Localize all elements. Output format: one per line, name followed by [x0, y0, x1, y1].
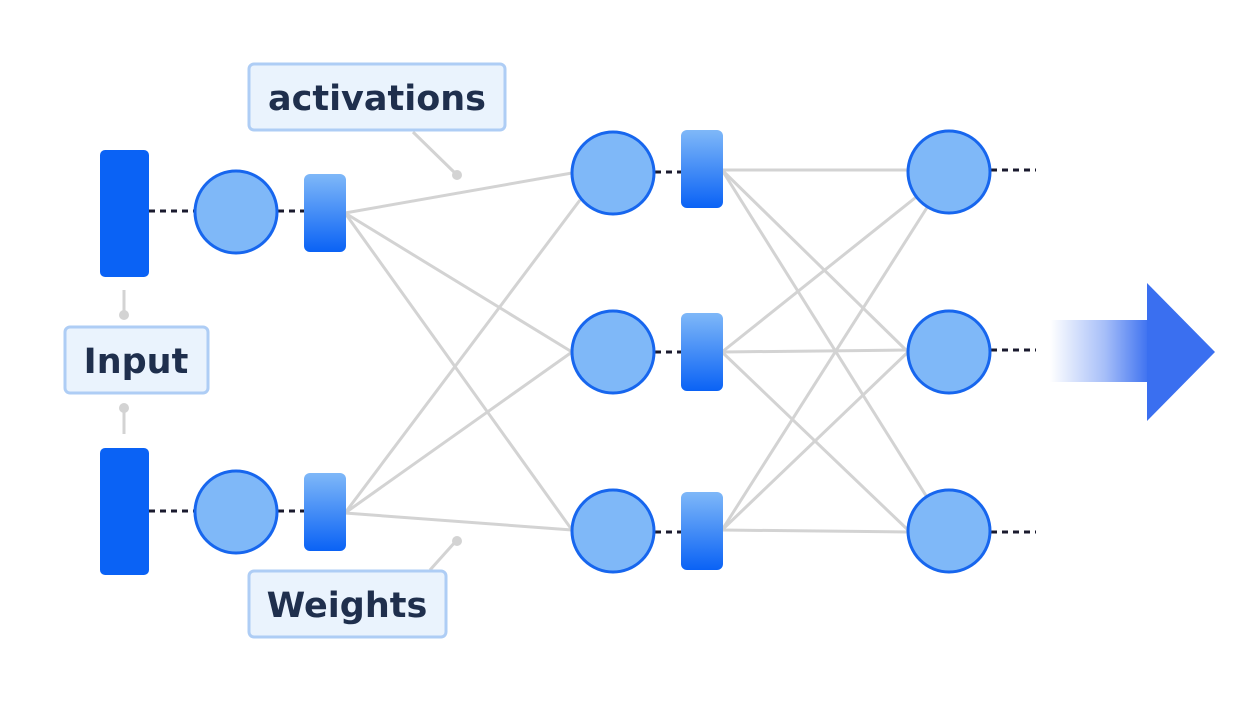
- input-label: Input: [63, 325, 210, 395]
- weight-edge: [344, 211, 573, 354]
- weight-edge: [343, 199, 582, 514]
- neuron: [906, 309, 992, 395]
- weight-edge: [344, 171, 573, 215]
- neuron: [193, 469, 279, 555]
- right-arrow-gradient-icon: [1050, 283, 1215, 421]
- neuron: [570, 488, 656, 574]
- activation-block: [681, 492, 723, 570]
- neurons: [193, 129, 992, 574]
- weight-edges: [343, 168, 937, 534]
- activation-blocks: [304, 130, 723, 570]
- neuron: [906, 488, 992, 574]
- activation-block: [681, 313, 723, 391]
- activation-block: [304, 174, 346, 252]
- weight-edge: [344, 350, 573, 515]
- neuron: [906, 129, 992, 215]
- weight-edge: [721, 528, 909, 534]
- weight-edge: [720, 168, 910, 354]
- weight-edge: [720, 169, 937, 511]
- activation-block: [304, 473, 346, 551]
- weight-edge: [344, 511, 573, 532]
- input-label-text: Input: [84, 342, 189, 382]
- weight-edge: [343, 212, 574, 531]
- input-bar: [100, 150, 149, 277]
- weight-edge: [721, 348, 909, 354]
- weight-edge: [720, 194, 937, 531]
- label-pointers: [119, 130, 462, 572]
- weight-edge: [720, 350, 910, 532]
- weight-edge: [721, 188, 926, 354]
- input-bar: [100, 448, 149, 575]
- activations-label: activations: [247, 62, 507, 132]
- activations-label-text: activations: [268, 79, 486, 119]
- neuron: [193, 169, 279, 255]
- weights-label-text: Weights: [267, 586, 428, 626]
- weights-label: Weights: [247, 569, 448, 639]
- activation-block: [681, 130, 723, 208]
- neuron: [570, 130, 656, 216]
- dotted-connectors: [149, 168, 1036, 534]
- neuron: [570, 309, 656, 395]
